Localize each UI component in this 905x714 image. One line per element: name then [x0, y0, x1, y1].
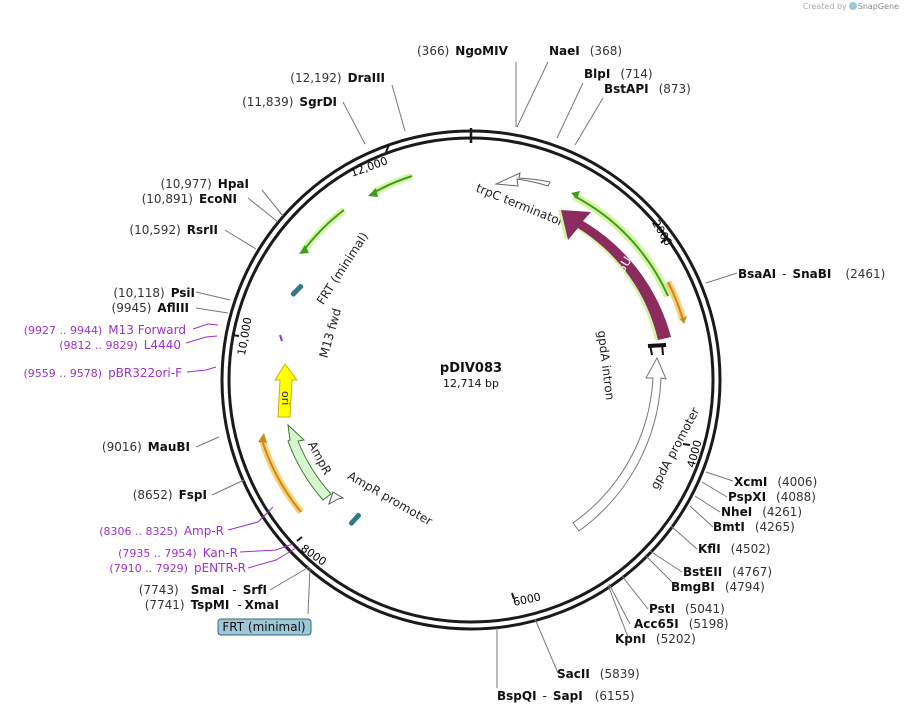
site-maubi: (9016)MauBI	[102, 440, 190, 454]
ampr-arrow	[287, 423, 332, 501]
site-afliii: (9945)AflIII	[112, 301, 189, 315]
site-hpai: (10,977)HpaI	[160, 177, 249, 191]
site-pspxi: PspXI(4088)	[728, 490, 816, 504]
m13-fwd-label: M13 fwd	[317, 307, 344, 360]
primer-labels: (9927 .. 9944)M13 Forward (9812 .. 9829)…	[24, 323, 247, 575]
site-bsaai-snabi: BsaAI-SnaBI(2461)	[738, 267, 885, 281]
primer-pbr322ori-f: (9559 .. 9578)pBR322ori-F	[24, 366, 183, 380]
tick-10000	[231, 334, 240, 337]
green-arrowhead-right	[571, 191, 580, 199]
gpda-promoter-arrow	[572, 356, 667, 532]
site-bspqi-sapi: BspQI-SapI(6155)	[497, 689, 635, 703]
ampr-promoter-label: AmpR promoter	[345, 469, 435, 529]
site-sgrdi: (11,839)SgrDI	[242, 95, 337, 109]
frt-upper-label: FRT (minimal)	[314, 230, 371, 307]
green-arrow-right	[573, 195, 669, 297]
green-arrowhead-top	[368, 188, 378, 197]
orange-arrowhead-left	[258, 433, 267, 443]
frt-site-upper	[290, 284, 304, 297]
gus-arrow	[561, 210, 671, 340]
site-bmti: BmtI(4265)	[713, 520, 795, 534]
orange-arrowhead-right	[680, 316, 687, 324]
site-fspi: (8652)FspI	[133, 488, 207, 502]
frt-site-lower	[348, 512, 362, 526]
site-naei: NaeI(368)	[549, 44, 622, 58]
site-nhei: NheI(4261)	[721, 505, 802, 519]
tick-2000	[660, 236, 668, 244]
site-ngomiv: (366)NgoMIV	[417, 44, 509, 58]
site-kpni: KpnI(5202)	[615, 632, 696, 646]
primer-pentr-r: (7910 .. 7929)pENTR-R	[109, 561, 246, 575]
tick-label-10000: 10,000	[235, 316, 254, 356]
ampr-promoter-arrow	[328, 491, 345, 506]
site-draiii: (12,192)DraIII	[290, 71, 385, 85]
site-bmgbi: BmgBI(4794)	[671, 580, 765, 594]
frt-boxed-label[interactable]: FRT (minimal)	[217, 618, 312, 636]
green-arrowhead-left	[299, 245, 309, 254]
primer-kan-r: (7935 .. 7954)Kan-R	[118, 546, 238, 560]
gpda-intron-ends	[649, 343, 664, 356]
tick-4000	[682, 443, 691, 446]
site-kfli: KflI(4502)	[698, 542, 771, 556]
primer-m13-forward: (9927 .. 9944)M13 Forward	[24, 323, 186, 337]
site-labels-left: (12,192)DraIII (11,839)SgrDI (10,977)Hpa…	[102, 71, 385, 612]
frt-box	[217, 618, 312, 636]
primer-amp-r: (8306 .. 8325)Amp-R	[99, 524, 224, 538]
ori-arrow	[274, 363, 298, 418]
credit-brand: SnapGene	[857, 2, 899, 11]
snapgene-logo-icon	[848, 2, 857, 10]
site-labels: (366)NgoMIV NaeI(368) BlpI(714) BstAPI(8…	[417, 44, 885, 703]
plasmid-size: 12,714 bp	[443, 377, 499, 390]
site-econi: (10,891)EcoNI	[142, 192, 237, 206]
site-xcmi: XcmI(4006)	[734, 475, 817, 489]
plasmid-name: pDIV083	[440, 361, 502, 376]
snapgene-credit: Created by SnapGene	[803, 2, 899, 11]
primer-leader-lines	[185, 323, 297, 569]
tick-6000	[511, 592, 515, 600]
frt-box-text: FRT (minimal)	[222, 620, 305, 634]
gpda-intron-label: gpdA intron	[595, 330, 617, 401]
site-blpi: BlpI(714)	[584, 67, 653, 81]
site-bsteii: BstEII(4767)	[683, 565, 772, 579]
features: trpC terminator GUS gpdA intron gpdA pro…	[258, 172, 702, 532]
site-rsrii: (10,592)RsrII	[129, 223, 218, 237]
tick-12000	[385, 144, 390, 153]
site-psii: (10,118)PsiI	[113, 286, 195, 300]
site-tspmi-xmai: (7741)TspMI-XmaI	[145, 598, 279, 612]
site-leader-lines	[195, 61, 738, 688]
tick-8000	[296, 536, 303, 542]
site-sacii: SacII(5839)	[557, 667, 640, 681]
site-bstapi: BstAPI(873)	[604, 82, 691, 96]
trpc-terminator-label: trpC terminator	[474, 181, 566, 229]
tick-label-6000: 6000	[512, 590, 542, 609]
m13-fwd-mark	[279, 334, 283, 342]
site-acc65i: Acc65I(5198)	[634, 617, 729, 631]
site-psti: PstI(5041)	[649, 602, 725, 616]
orange-arrow-right	[667, 281, 684, 321]
ori-label: ori	[279, 391, 292, 405]
site-smai-srfi: (7743)SmaI-SrfI	[139, 583, 267, 597]
primer-l4440: (9812 .. 9829)L4440	[59, 338, 181, 352]
trpc-terminator-arrow	[494, 172, 551, 187]
credit-prefix: Created by	[802, 2, 847, 11]
orange-arrow-left	[261, 439, 302, 513]
